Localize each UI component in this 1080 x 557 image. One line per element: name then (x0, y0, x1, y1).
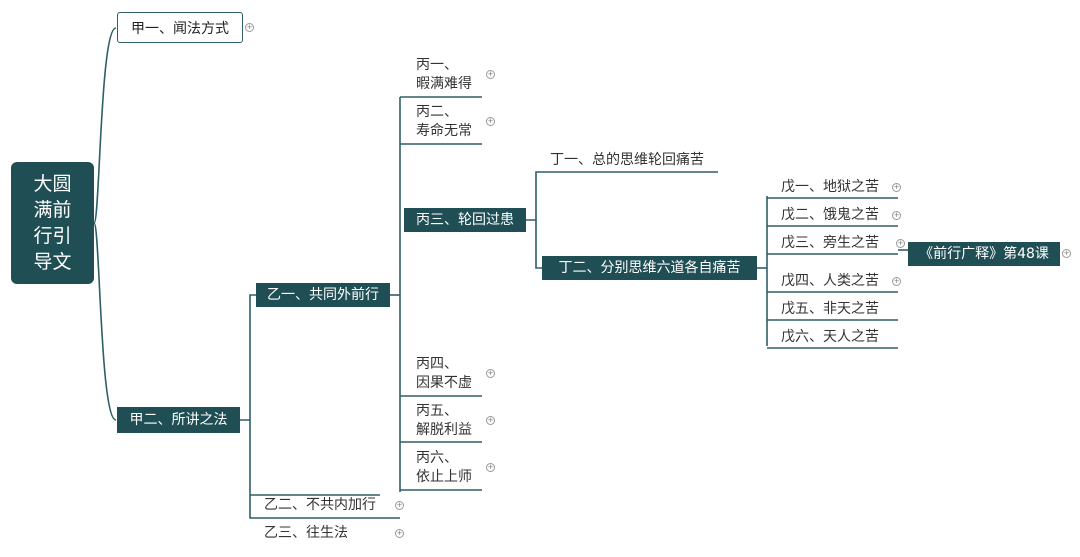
bing3-node[interactable]: 丙三、轮回过患 (404, 208, 526, 232)
bing5-line1: 丙五、 (416, 403, 458, 419)
wu4-node[interactable]: 戊四、人类之苦 (781, 273, 879, 289)
expand-icon[interactable]: + (892, 211, 901, 220)
jia1-node[interactable]: 甲一、闻法方式 (117, 12, 243, 43)
bing4-line2: 因果不虚 (416, 375, 472, 391)
yi1-label: 乙一、共同外前行 (267, 287, 379, 303)
bing4-node[interactable]: 丙四、 因果不虚 (416, 355, 472, 393)
jia2-label: 甲二、所讲之法 (129, 412, 228, 428)
yi1-node[interactable]: 乙一、共同外前行 (256, 283, 390, 307)
yi3-node[interactable]: 乙三、往生法 (264, 525, 348, 541)
yi2-node[interactable]: 乙二、不共内加行 (264, 497, 376, 513)
bing5-line2: 解脱利益 (416, 422, 472, 438)
bing2-line1: 丙二、 (416, 104, 458, 120)
bing3-label: 丙三、轮回过患 (416, 212, 514, 228)
bing2-line2: 寿命无常 (416, 123, 472, 139)
ding1-node[interactable]: 丁一、总的思维轮回痛苦 (550, 152, 704, 168)
wu1-node[interactable]: 戊一、地狱之苦 (781, 179, 879, 195)
wu2-node[interactable]: 戊二、饿鬼之苦 (781, 207, 879, 223)
expand-icon[interactable]: + (896, 239, 905, 248)
expand-icon[interactable]: + (486, 463, 495, 472)
bing1-line1: 丙一、 (416, 57, 458, 73)
wu3-node[interactable]: 戊三、旁生之苦 (781, 235, 879, 251)
expand-icon[interactable]: + (892, 183, 901, 192)
wu5-node[interactable]: 戊五、非天之苦 (781, 301, 879, 317)
jia2-node[interactable]: 甲二、所讲之法 (117, 407, 240, 433)
expand-icon[interactable]: + (486, 70, 495, 79)
expand-icon[interactable]: + (486, 369, 495, 378)
expand-icon[interactable]: + (892, 277, 901, 286)
bing4-line1: 丙四、 (416, 356, 458, 372)
ding2-node[interactable]: 丁二、分别思维六道各自痛苦 (542, 256, 757, 280)
root-node[interactable]: 大圆满前行引导文 (11, 162, 94, 284)
ding2-label: 丁二、分别思维六道各自痛苦 (558, 260, 741, 276)
bing1-line2: 暇满难得 (416, 76, 472, 92)
root-label: 大圆满前行引导文 (33, 173, 72, 273)
expand-icon[interactable]: + (395, 529, 404, 538)
wu6-node[interactable]: 戊六、天人之苦 (781, 329, 879, 345)
callout-node[interactable]: 《前行广释》第48课 (908, 242, 1060, 266)
expand-icon[interactable]: + (486, 416, 495, 425)
bing5-node[interactable]: 丙五、 解脱利益 (416, 402, 472, 440)
expand-icon[interactable]: + (486, 117, 495, 126)
bing6-node[interactable]: 丙六、 依止上师 (416, 449, 472, 487)
bing6-line2: 依止上师 (416, 469, 472, 485)
expand-icon[interactable]: + (395, 501, 404, 510)
jia1-label: 甲一、闻法方式 (131, 20, 229, 37)
expand-icon[interactable]: + (245, 23, 254, 32)
bing1-node[interactable]: 丙一、 暇满难得 (416, 56, 472, 94)
bing6-line1: 丙六、 (416, 450, 458, 466)
expand-icon[interactable]: + (1062, 249, 1071, 258)
callout-label: 《前行广释》第48课 (919, 246, 1049, 262)
bing2-node[interactable]: 丙二、 寿命无常 (416, 103, 472, 141)
